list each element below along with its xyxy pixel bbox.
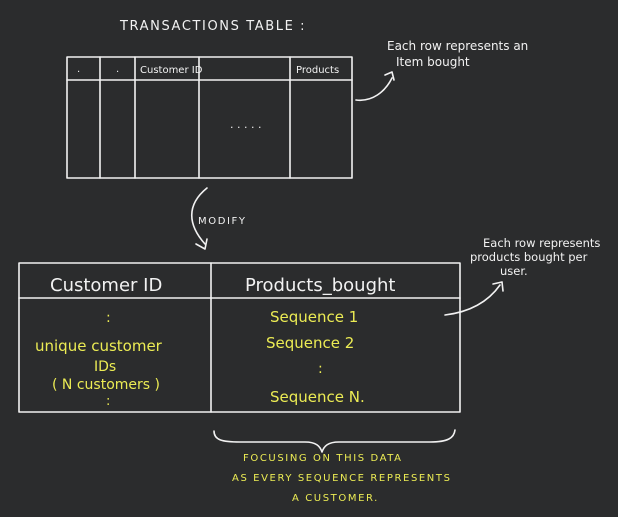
products-bought-header: Products_bought xyxy=(245,275,395,296)
right-note-line1: Each row represents xyxy=(483,236,600,250)
customer-id-header: Customer ID xyxy=(50,275,162,296)
transactions-products-header: Products xyxy=(296,65,339,76)
transactions-ellipsis: . . . . . xyxy=(230,118,261,131)
focus-note-line1: FOCUSING ON THIS DATA xyxy=(243,453,403,464)
top-note: Each row represents an Item bought xyxy=(387,39,528,69)
sequence-2: Sequence 2 xyxy=(266,334,354,352)
sequence-n: Sequence N. xyxy=(270,388,365,406)
right-note-line3: user. xyxy=(500,264,528,278)
right-note-line2: products bought per xyxy=(470,250,588,264)
unique-customer-label: unique customer xyxy=(35,337,163,355)
transactions-col1-header: . xyxy=(77,64,80,75)
customer-dots-top: : xyxy=(106,310,111,326)
transactions-table: . . Customer ID Products . . . . . xyxy=(66,56,353,179)
customer-dots-bottom: : xyxy=(106,394,110,409)
transactions-table-title: TRANSACTIONS TABLE : xyxy=(119,19,306,34)
sequence-dots: : xyxy=(318,361,323,377)
sequence-1: Sequence 1 xyxy=(270,308,358,326)
curly-brace xyxy=(213,429,456,453)
focus-note-line2: AS EVERY SEQUENCE REPRESENTS xyxy=(232,473,452,484)
customer-products-table: Customer ID Products_bought : unique cus… xyxy=(18,262,461,413)
modify-label: MODIFY xyxy=(198,216,247,227)
right-note-arrow xyxy=(444,281,504,316)
n-customers-label: ( N customers ) xyxy=(52,377,160,393)
right-note: Each row represents products bought per … xyxy=(470,236,600,278)
top-note-line1: Each row represents an xyxy=(387,39,528,53)
transactions-customer-id-header: Customer ID xyxy=(140,65,203,76)
focus-note-line3: A CUSTOMER. xyxy=(292,493,379,504)
modify-arrow xyxy=(191,187,208,250)
top-note-arrow xyxy=(355,71,395,102)
transactions-col2-header: . xyxy=(116,64,119,75)
ids-label: IDs xyxy=(94,359,116,375)
focus-note: FOCUSING ON THIS DATA AS EVERY SEQUENCE … xyxy=(232,453,452,504)
top-note-line2: Item bought xyxy=(396,55,470,69)
